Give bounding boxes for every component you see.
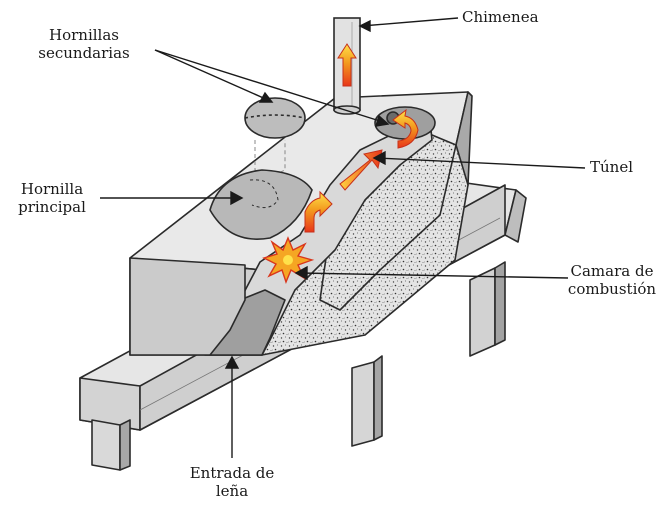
label-hornillas-secundarias: Hornillas secundarias: [18, 26, 150, 62]
label-chimenea: Chimenea: [462, 8, 539, 26]
label-camara-combustion: Camara de combustión: [562, 262, 662, 298]
label-tunel: Túnel: [590, 158, 633, 176]
label-entrada-lena: Entrada de leña: [180, 464, 284, 500]
label-hornilla-principal: Hornilla principal: [4, 180, 100, 216]
